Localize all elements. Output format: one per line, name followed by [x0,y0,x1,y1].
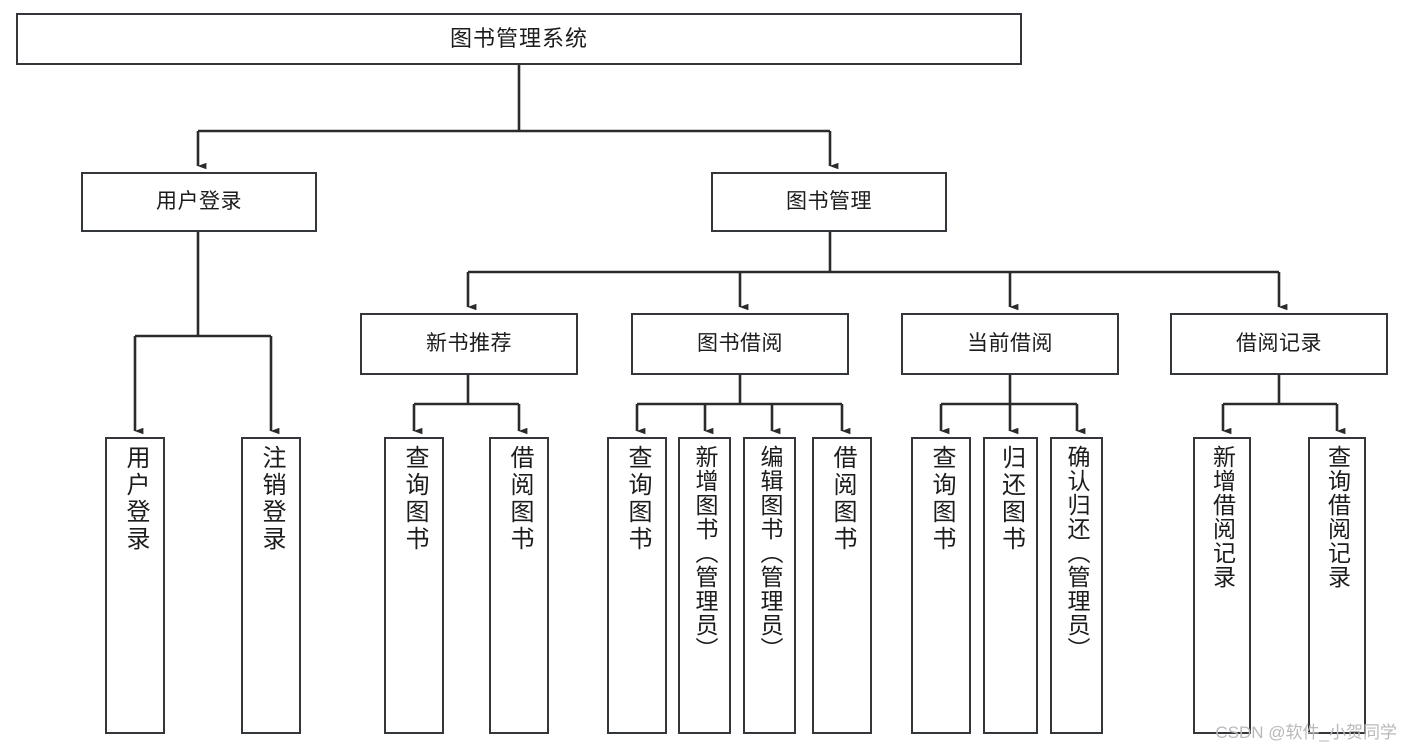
node-leaf-user-login-label: 用户登录 [122,445,149,553]
node-current-borrow[interactable]: 当前借阅 [901,313,1119,375]
node-leaf-return-book[interactable]: 归还图书 [983,437,1038,734]
node-book-borrow-label: 图书借阅 [697,331,783,355]
node-new-book-recommend-label: 新书推荐 [426,331,512,355]
node-leaf-query-book-borrow[interactable]: 查询图书 [607,437,667,734]
node-root-system[interactable]: 图书管理系统 [16,13,1022,65]
node-book-borrow[interactable]: 图书借阅 [631,313,849,375]
node-leaf-query-book-current-label: 查询图书 [928,445,955,553]
node-leaf-borrow-book-borrow-label: 借阅图书 [829,445,856,553]
node-leaf-query-book-recommend[interactable]: 查询图书 [384,437,444,734]
node-borrow-records-label: 借阅记录 [1236,331,1322,355]
node-book-management-label: 图书管理 [786,189,872,213]
node-borrow-records[interactable]: 借阅记录 [1170,313,1388,375]
node-leaf-query-book-borrow-label: 查询图书 [624,445,651,553]
node-leaf-edit-book-admin[interactable]: 编辑图书（管理员） [743,437,796,734]
node-leaf-borrow-book-recommend[interactable]: 借阅图书 [489,437,549,734]
node-leaf-user-logout-label: 注销登录 [258,445,285,553]
node-leaf-add-book-admin[interactable]: 新增图书（管理员） [678,437,731,734]
node-leaf-user-login[interactable]: 用户登录 [105,437,165,734]
node-leaf-add-borrow-record[interactable]: 新增借阅记录 [1193,437,1251,734]
node-leaf-query-book-recommend-label: 查询图书 [401,445,428,553]
node-leaf-return-book-label: 归还图书 [997,445,1025,553]
node-user-login-label: 用户登录 [156,189,242,213]
node-leaf-query-borrow-record[interactable]: 查询借阅记录 [1308,437,1366,734]
node-leaf-borrow-book-recommend-label: 借阅图书 [506,445,533,553]
node-leaf-add-book-admin-label: 新增图书（管理员） [692,445,718,661]
node-book-management[interactable]: 图书管理 [711,172,947,232]
csdn-watermark: CSDN @软件_小贺同学 [1215,723,1397,742]
node-leaf-edit-book-admin-label: 编辑图书（管理员） [757,445,783,661]
node-leaf-query-book-current[interactable]: 查询图书 [911,437,971,734]
node-leaf-query-borrow-record-label: 查询借阅记录 [1324,445,1351,589]
node-new-book-recommend[interactable]: 新书推荐 [360,313,578,375]
node-user-login[interactable]: 用户登录 [81,172,317,232]
node-leaf-confirm-return-admin[interactable]: 确认归还（管理员） [1050,437,1103,734]
node-leaf-borrow-book-borrow[interactable]: 借阅图书 [812,437,872,734]
node-leaf-add-borrow-record-label: 新增借阅记录 [1209,445,1236,589]
node-current-borrow-label: 当前借阅 [967,331,1053,355]
node-leaf-user-logout[interactable]: 注销登录 [241,437,301,734]
node-root-system-label: 图书管理系统 [449,26,588,52]
node-leaf-confirm-return-admin-label: 确认归还（管理员） [1064,445,1090,661]
